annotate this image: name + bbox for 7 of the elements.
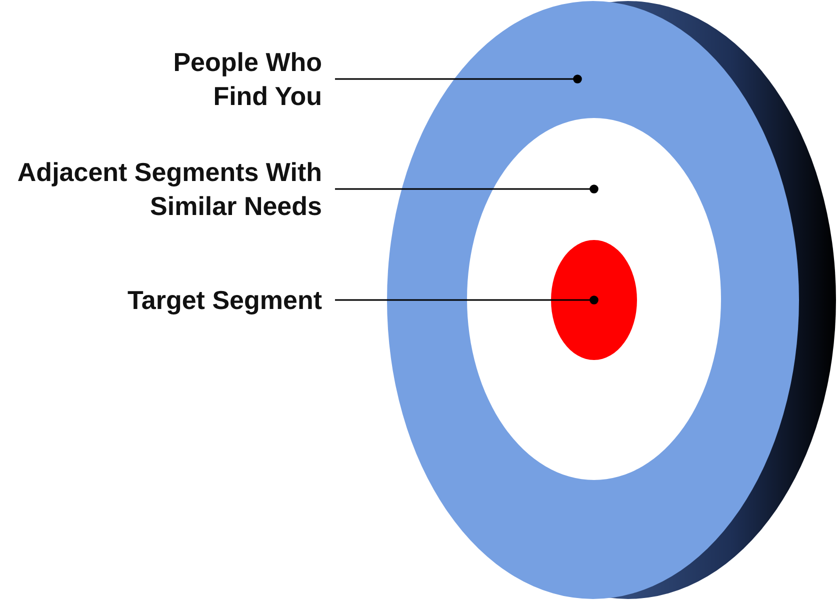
callout-label: People Who Find You [132, 45, 322, 113]
callout-label: Adjacent Segments With Similar Needs [10, 155, 322, 223]
target-board [387, 1, 838, 599]
leader-line [335, 296, 598, 304]
leader-line [335, 74, 582, 84]
callout-label: Target Segment [40, 283, 322, 317]
leader-line [335, 184, 598, 194]
